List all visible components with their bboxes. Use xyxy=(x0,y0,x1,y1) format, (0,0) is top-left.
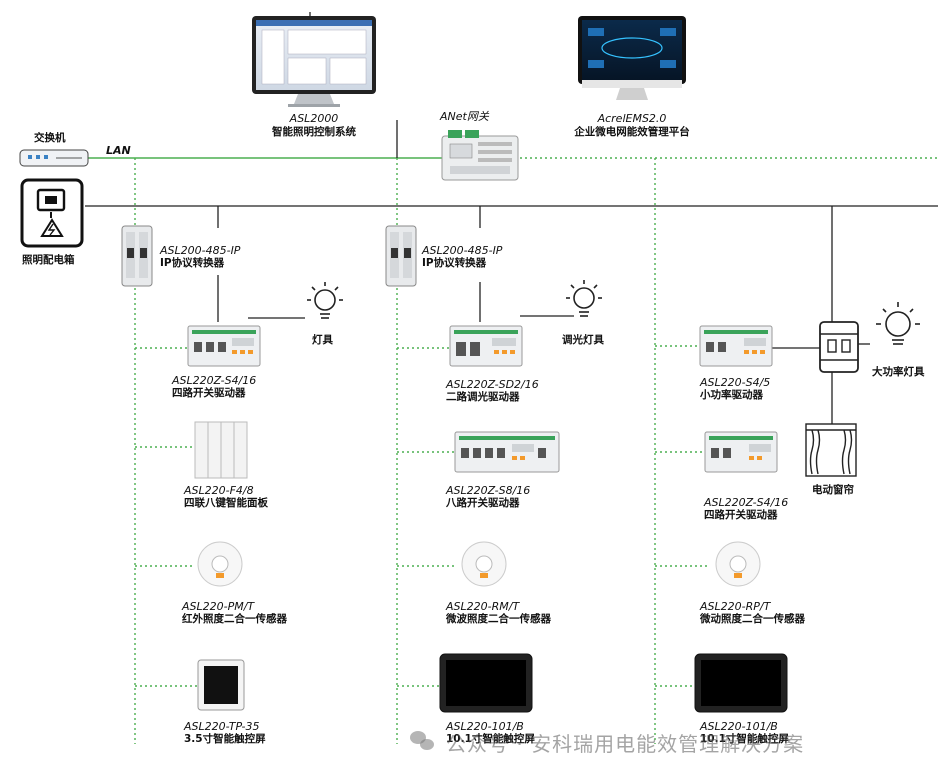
col2-converter-desc: IP协议转换器 xyxy=(422,257,487,269)
wechat-icon xyxy=(410,731,436,753)
bulb-icon-col3 xyxy=(876,302,920,345)
col2-d2-model: ASL220Z-S8/16 xyxy=(446,484,531,497)
anet-gateway-icon xyxy=(441,130,519,181)
col2-d4-model: ASL220-101/B xyxy=(446,720,524,733)
distribution-box-icon xyxy=(20,178,84,248)
bulb-icon-col2 xyxy=(566,280,602,317)
ip-converter-icon-col1 xyxy=(121,225,153,287)
sensor-icon-col3 xyxy=(715,541,761,587)
smart-panel-icon xyxy=(194,421,248,479)
touchscreen-icon-col1 xyxy=(197,659,245,711)
asl2000-desc: 智能照明控制系统 xyxy=(272,126,356,138)
touchscreen-icon-col3 xyxy=(694,653,788,713)
col3-d4-desc: 10.1寸智能触控屏 xyxy=(700,733,789,745)
col1-converter-desc: IP协议转换器 xyxy=(160,257,225,269)
col1-d2-model: ASL220-F4/8 xyxy=(184,484,254,497)
col3-d4-model: ASL220-101/B xyxy=(700,720,778,733)
driver-icon-col2-1 xyxy=(449,325,523,367)
curtain-icon xyxy=(805,423,857,477)
lan-label: LAN xyxy=(106,144,131,157)
col1-lamp-label: 灯具 xyxy=(312,334,333,346)
driver-icon-col3-2 xyxy=(704,431,778,473)
col1-d3-desc: 红外照度二合一传感器 xyxy=(182,613,287,625)
bulb-icon-col1 xyxy=(307,282,343,319)
distribution-box-label: 照明配电箱 xyxy=(22,254,75,266)
col2-d2-desc: 八路开关驱动器 xyxy=(446,497,520,509)
col3-lamp-label: 大功率灯具 xyxy=(872,366,925,378)
col3-curtain-label: 电动窗帘 xyxy=(812,484,854,496)
col3-d2-desc: 四路开关驱动器 xyxy=(704,509,778,521)
contactor-icon xyxy=(819,321,859,373)
col1-d4-model: ASL220-TP-35 xyxy=(184,720,260,733)
col2-d4-desc: 10.1寸智能触控屏 xyxy=(446,733,535,745)
switch-icon xyxy=(19,149,89,167)
col2-d1-desc: 二路调光驱动器 xyxy=(446,391,520,403)
col1-d1-desc: 四路开关驱动器 xyxy=(172,387,246,399)
acrel-monitor-icon xyxy=(578,16,686,100)
col2-d1-model: ASL220Z-SD2/16 xyxy=(446,378,539,391)
col3-d2-model: ASL220Z-S4/16 xyxy=(704,496,789,509)
touchscreen-icon-col2 xyxy=(439,653,533,713)
watermark: 公众号 · 安科瑞用电能效管理解决方案 xyxy=(410,727,804,757)
driver-icon-col1-1 xyxy=(187,325,261,367)
driver-icon-col2-2 xyxy=(454,431,560,473)
col3-d1-desc: 小功率驱动器 xyxy=(700,389,763,401)
switch-label: 交换机 xyxy=(34,132,66,144)
col2-d3-model: ASL220-RM/T xyxy=(446,600,520,613)
col1-d2-desc: 四联八键智能面板 xyxy=(184,497,268,509)
col3-d3-model: ASL220-RP/T xyxy=(700,600,771,613)
col1-converter-model: ASL200-485-IP xyxy=(160,244,241,257)
col2-lamp-label: 调光灯具 xyxy=(562,334,604,346)
acrel-desc: 企业微电网能效管理平台 xyxy=(574,126,690,138)
col3-d1-model: ASL220-S4/5 xyxy=(700,376,771,389)
col2-d3-desc: 微波照度二合一传感器 xyxy=(446,613,551,625)
ip-converter-icon-col2 xyxy=(385,225,417,287)
bus-lines xyxy=(85,12,938,425)
asl2000-monitor-icon xyxy=(252,16,376,107)
col3-d3-desc: 微动照度二合一传感器 xyxy=(700,613,805,625)
col1-d4-desc: 3.5寸智能触控屏 xyxy=(184,733,266,745)
col1-d3-model: ASL220-PM/T xyxy=(182,600,255,613)
gateway-label: ANet网关 xyxy=(440,110,489,123)
watermark-text: 公众号 · 安科瑞用电能效管理解决方案 xyxy=(446,731,805,756)
col2-converter-model: ASL200-485-IP xyxy=(422,244,503,257)
acrel-model: AcrelEMS2.0 xyxy=(597,112,667,125)
sensor-icon-col1 xyxy=(197,541,243,587)
col1-d1-model: ASL220Z-S4/16 xyxy=(172,374,257,387)
sensor-icon-col2 xyxy=(461,541,507,587)
asl2000-model: ASL2000 xyxy=(289,112,339,125)
lan-lines xyxy=(88,157,938,744)
driver-icon-col3-1 xyxy=(699,325,773,367)
